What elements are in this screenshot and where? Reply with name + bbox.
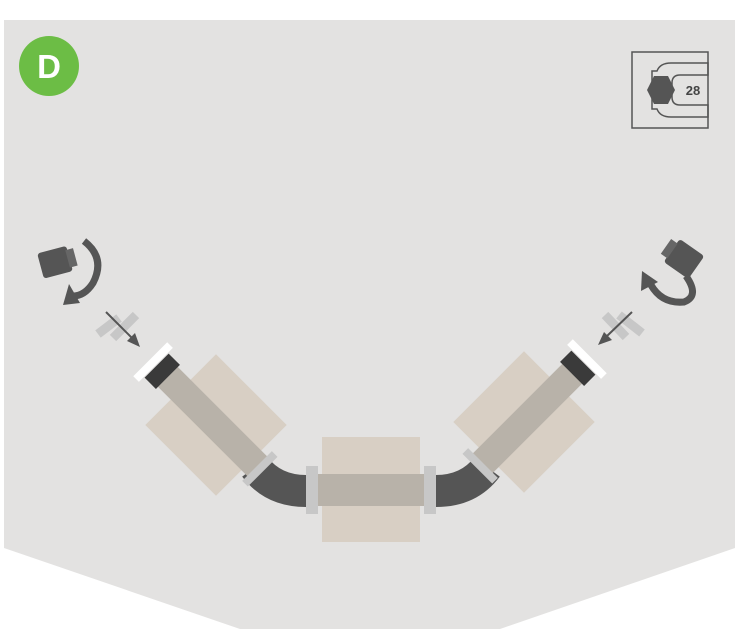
tool-size-indicator: 28: [631, 51, 709, 129]
left-end-cap-icon: [37, 246, 78, 279]
right-insert-arrow-icon: [598, 311, 633, 345]
wrench-size-label: 28: [686, 83, 700, 98]
left-end-collar: [133, 342, 173, 382]
left-insert-arrow-icon: [105, 311, 140, 347]
center-pipe-assembly: [306, 437, 436, 542]
left-pipe-end: [144, 353, 180, 389]
right-rotate-arrow-icon: [641, 271, 696, 306]
right-loose-clamp: [601, 311, 645, 341]
right-pipe: [468, 359, 587, 478]
left-rotate-arrow-icon: [63, 238, 102, 305]
right-end-collar: [567, 339, 607, 379]
left-pipe: [153, 362, 272, 481]
right-clamp-lower: [462, 448, 498, 484]
wrench-icon: [647, 62, 709, 118]
diagram-background: [4, 20, 735, 629]
center-clamp-right: [424, 466, 436, 514]
step-label: D: [37, 48, 61, 85]
left-clamp-lower: [242, 451, 278, 487]
right-pipe-end: [560, 350, 596, 386]
center-pipe: [308, 474, 434, 506]
step-badge: D: [19, 36, 79, 96]
center-clamp-left: [306, 466, 318, 514]
right-end-cap-icon: [660, 239, 704, 278]
